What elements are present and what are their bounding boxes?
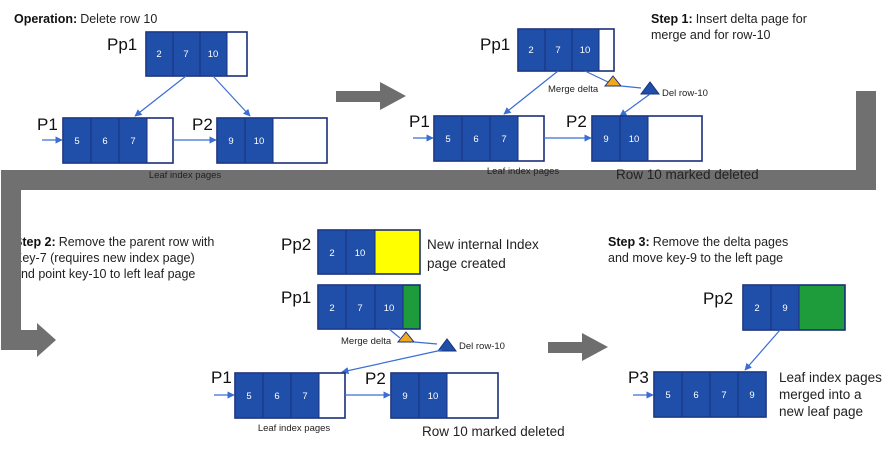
del-row-delta-icon	[640, 81, 660, 95]
key-cell: 9	[402, 391, 407, 402]
key-cell: 10	[208, 49, 219, 60]
flow-arrow-1-icon	[336, 82, 406, 110]
key-cell: 7	[501, 134, 506, 145]
panel3-pp1-page: 2 7 10	[317, 284, 421, 330]
key-cell: 6	[274, 391, 279, 402]
key-cell: 10	[384, 303, 395, 314]
leaf-pages-caption: Leaf index pages	[258, 423, 331, 434]
panel4-pp2-page: 2 9	[742, 284, 846, 331]
panel3-p1-page: 5 6 7	[234, 372, 346, 419]
key-cell: 9	[749, 390, 754, 401]
merged-caption-line1: Leaf index pages	[779, 370, 882, 385]
panel1-p2-label: P2	[192, 115, 213, 134]
panel3-p1-label: P1	[211, 368, 232, 387]
step3-heading: Step 3:Remove the delta pages	[608, 235, 788, 249]
key-cell: 5	[246, 391, 251, 402]
panel3-pp2-page: 2 10	[317, 229, 421, 275]
pointer-link	[413, 341, 438, 345]
pointer-link	[212, 75, 251, 117]
key-cell: 10	[355, 248, 366, 259]
key-cell: 9	[228, 136, 233, 147]
panel2-pp1-label: Pp1	[480, 35, 510, 54]
panel1-pp1-page: 2 7 10	[145, 31, 248, 77]
key-cell: 7	[555, 45, 560, 56]
key-cell: 2	[329, 248, 334, 259]
key-cell: 10	[629, 134, 640, 145]
key-cell: 2	[528, 45, 533, 56]
step1-text-line2: merge and for row-10	[651, 28, 771, 42]
panel2-p2-page: 9 10	[591, 115, 703, 162]
pointer-link	[620, 85, 642, 89]
step1-heading: Step 1:Insert delta page for	[651, 12, 807, 26]
step2-text-line3: and point key-10 to left leaf page	[14, 267, 195, 281]
pointer-link	[584, 70, 609, 83]
panel2-p2-label: P2	[566, 112, 587, 131]
panel4-p3-label: P3	[628, 368, 649, 387]
step3-text-line2: and move key-9 to the left page	[608, 251, 783, 265]
key-cell: 6	[473, 134, 478, 145]
flow-arrow-2-icon	[548, 333, 608, 361]
pointer-link	[341, 349, 443, 375]
panel1-pp1-label: Pp1	[107, 35, 137, 54]
key-cell: 7	[183, 49, 188, 60]
panel3-p2-page: 9 10	[390, 372, 499, 419]
panel3-p2-label: P2	[365, 369, 386, 388]
key-cell: 7	[302, 391, 307, 402]
panel2-pp1-page: 2 7 10	[517, 28, 615, 72]
key-cell: 5	[665, 390, 670, 401]
panel4-pp2-label: Pp2	[703, 289, 733, 308]
merge-delta-icon	[396, 331, 416, 343]
del-row-delta-icon	[437, 338, 457, 352]
del-row-label: Del row-10	[662, 88, 708, 99]
del-row-label: Del row-10	[459, 341, 505, 352]
panel1-p1-page: 5 6 7	[62, 117, 174, 164]
pointer-link	[503, 70, 559, 115]
row10-deleted-caption: Row 10 marked deleted	[422, 424, 565, 439]
merge-delta-icon	[603, 75, 623, 87]
key-cell: 2	[329, 303, 334, 314]
key-cell: 5	[74, 136, 79, 147]
pointer-link	[134, 75, 187, 117]
key-cell: 9	[782, 303, 787, 314]
new-internal-caption-line2: page created	[427, 256, 506, 271]
merged-caption-line2: merged into a	[779, 387, 862, 402]
key-cell: 9	[603, 134, 608, 145]
pointer-link	[744, 329, 781, 371]
panel3-pp1-label: Pp1	[281, 288, 311, 307]
merged-caption-line3: new leaf page	[779, 404, 863, 419]
panel3-pp2-label: Pp2	[281, 235, 311, 254]
new-internal-caption-line1: New internal Index	[427, 237, 539, 252]
row10-deleted-caption: Row 10 marked deleted	[616, 167, 759, 182]
merge-delta-label: Merge delta	[341, 336, 392, 347]
step2-heading: Step 2:Remove the parent row with	[14, 235, 214, 249]
key-cell: 6	[693, 390, 698, 401]
key-cell: 7	[357, 303, 362, 314]
leaf-pages-caption: Leaf index pages	[487, 166, 560, 177]
panel2-p1-label: P1	[409, 112, 430, 131]
key-cell: 10	[428, 391, 439, 402]
pointer-link	[388, 328, 401, 339]
key-cell: 7	[130, 136, 135, 147]
key-cell: 10	[254, 136, 265, 147]
key-cell: 7	[721, 390, 726, 401]
panel1-p2-page: 9 10	[216, 117, 328, 164]
leaf-pages-caption: Leaf index pages	[149, 170, 222, 181]
operation-heading: Operation:Delete row 10	[14, 12, 157, 26]
step2-text-line2: Key-7 (requires new index page)	[14, 251, 195, 265]
panel2-p1-page: 5 6 7	[433, 115, 545, 162]
key-cell: 2	[754, 303, 759, 314]
pointer-link	[619, 93, 651, 117]
key-cell: 6	[102, 136, 107, 147]
key-cell: 5	[445, 134, 450, 145]
key-cell: 10	[580, 45, 591, 56]
key-cell: 2	[156, 49, 161, 60]
panel1-p1-label: P1	[37, 115, 58, 134]
merge-delta-label: Merge delta	[548, 84, 599, 95]
panel4-p3-page: 5 6 7 9	[653, 371, 767, 418]
